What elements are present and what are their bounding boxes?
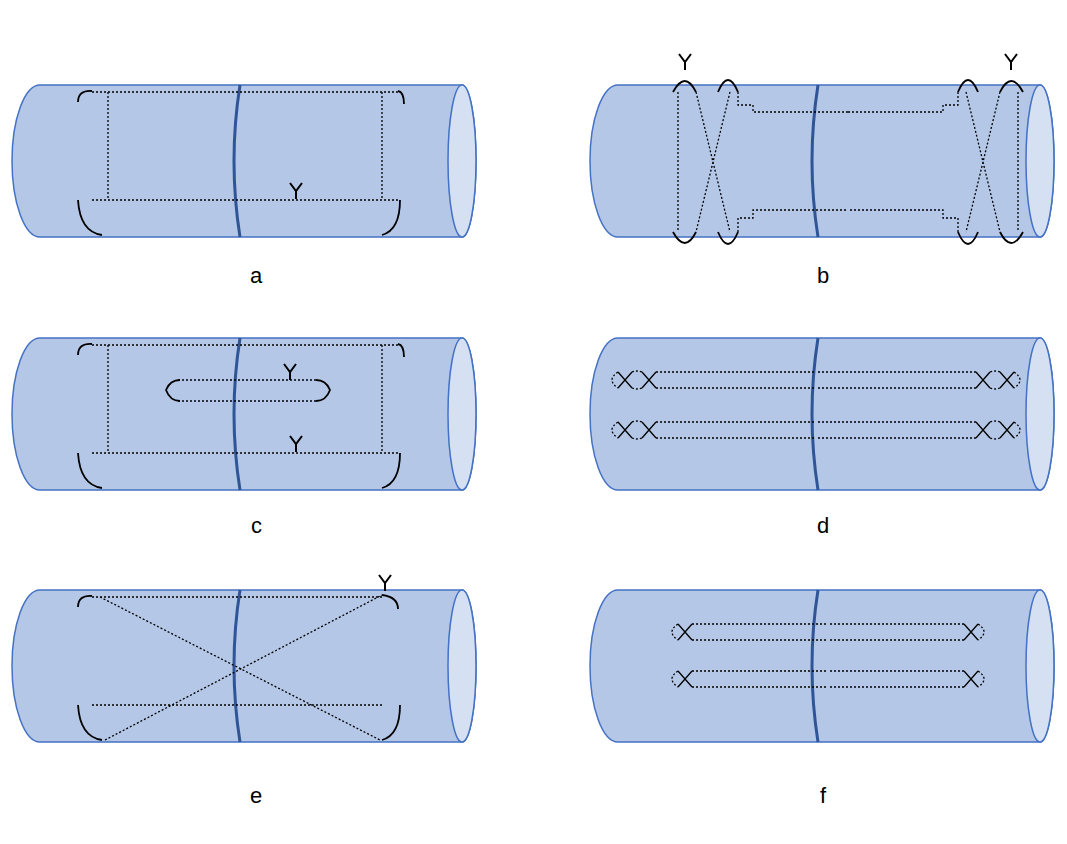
- panel-b: [590, 54, 1054, 244]
- panel-letter: a: [250, 265, 262, 287]
- panel-f: [590, 590, 1054, 742]
- panel-letter: f: [820, 785, 826, 807]
- panel-c: [12, 338, 476, 490]
- panel-a: [12, 85, 476, 237]
- panel-letter: c: [251, 515, 262, 537]
- panel-d: [590, 338, 1054, 490]
- panel-letter: b: [817, 265, 829, 287]
- panel-letter: d: [817, 515, 829, 537]
- panel-e: [12, 575, 476, 742]
- panel-letter: e: [250, 785, 262, 807]
